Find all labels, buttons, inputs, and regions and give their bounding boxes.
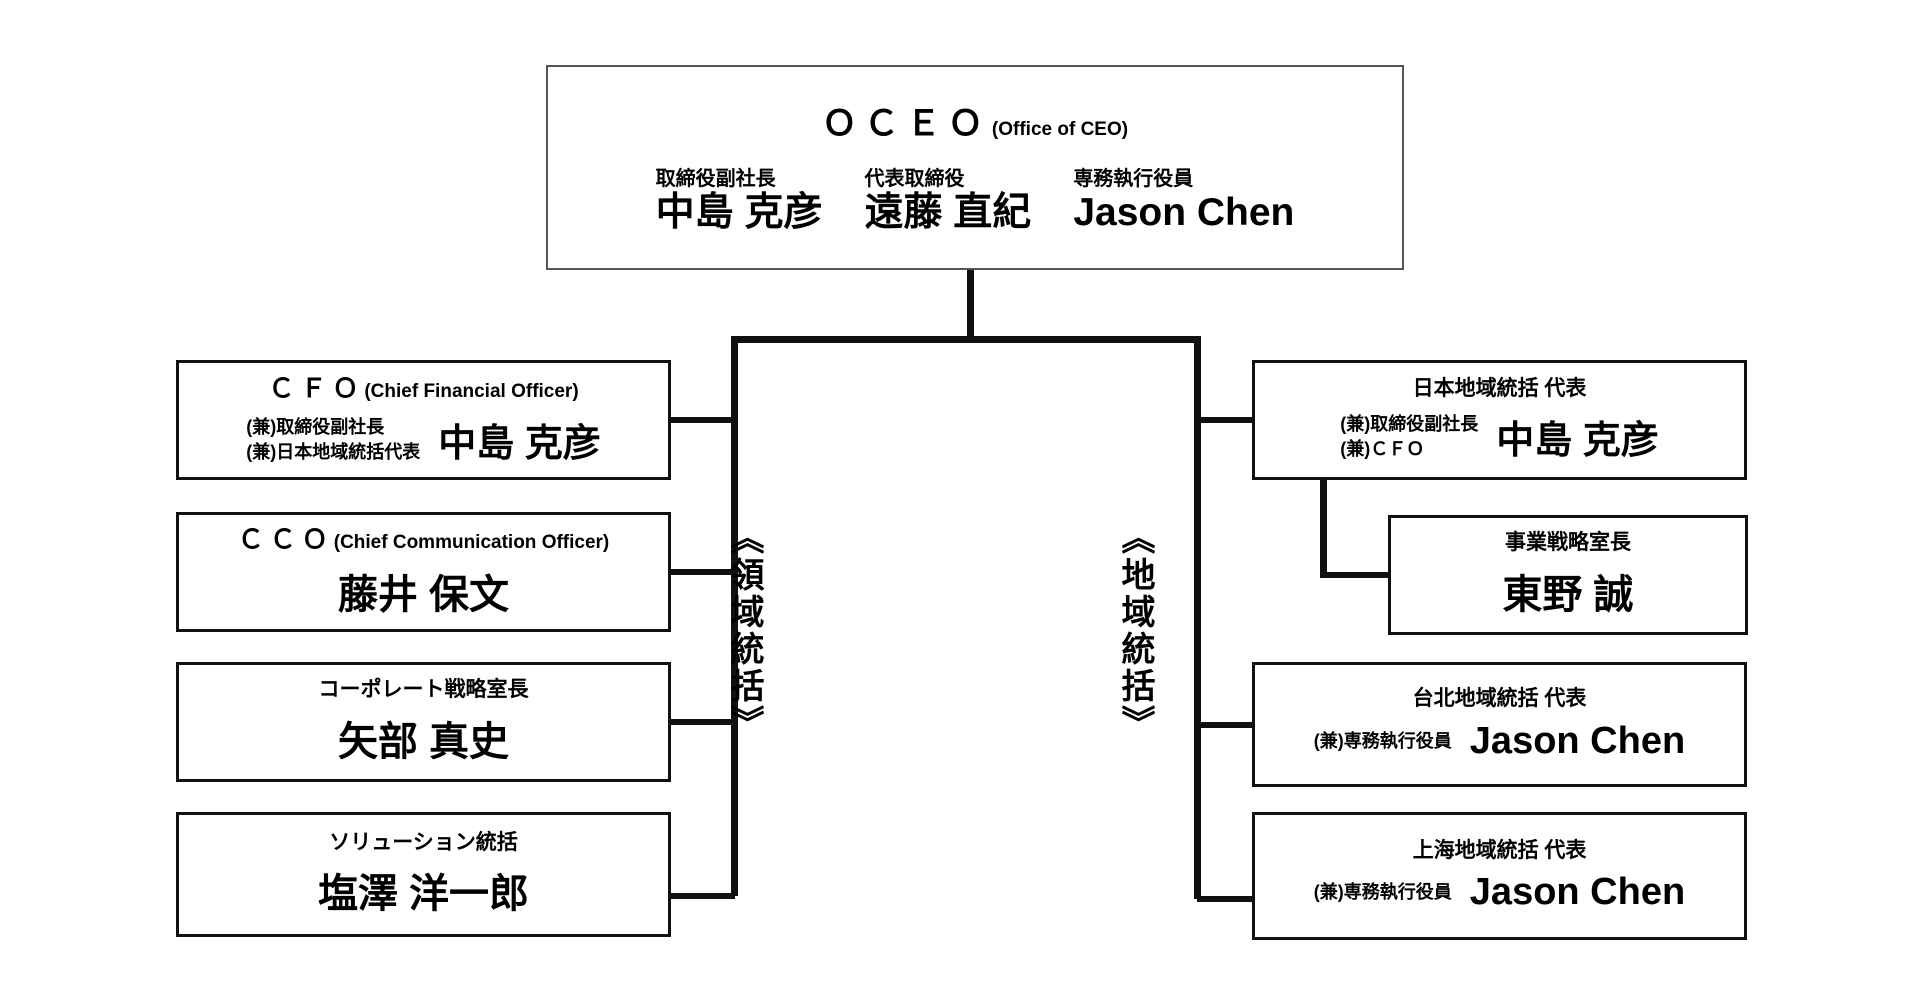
oceo-title: ＯＣＥＯ (Office of CEO) bbox=[822, 95, 1128, 146]
corporate-strategy-title: コーポレート戦略室長 bbox=[318, 678, 529, 702]
shanghai-concurrent-roles: (兼)専務執行役員 bbox=[1314, 880, 1452, 904]
taipei-region-body: (兼)専務執行役員 Jason Chen bbox=[1314, 720, 1685, 763]
oceo-member-3-role: 専務執行役員 bbox=[1073, 168, 1194, 190]
japan-region-name: 中島 克彦 bbox=[1496, 420, 1659, 463]
oceo-members: 取締役副社長 中島 克彦 代表取締役 遠藤 直紀 専務執行役員 Jason Ch… bbox=[656, 168, 1295, 235]
cco-expansion: (Chief Communication Officer) bbox=[333, 532, 610, 554]
connector-split-bar bbox=[731, 336, 1201, 343]
cco-abbr: ＣＣＯ bbox=[237, 524, 334, 555]
connector-strategy-stub bbox=[1320, 572, 1392, 578]
cco-name: 藤井 保文 bbox=[337, 572, 510, 617]
shanghai-region-body: (兼)専務執行役員 Jason Chen bbox=[1314, 871, 1685, 914]
label-region-supervision: 《地域統括》 bbox=[1116, 520, 1154, 742]
connector-domain-trunk bbox=[731, 336, 738, 896]
oceo-member-3: 専務執行役員 Jason Chen bbox=[1073, 168, 1294, 235]
cfo-abbr: ＣＦＯ bbox=[268, 372, 365, 403]
label-domain-supervision: 《領域統括》 bbox=[725, 520, 763, 742]
cfo-concurrent-1: (兼)取締役副社長 bbox=[246, 417, 385, 438]
japan-concurrent-2: (兼)ＣＦＯ bbox=[1340, 438, 1425, 459]
taipei-concurrent-1: (兼)専務執行役員 bbox=[1313, 730, 1452, 751]
taipei-concurrent-roles: (兼)専務執行役員 bbox=[1314, 729, 1452, 753]
oceo-member-2-role: 代表取締役 bbox=[864, 168, 965, 190]
shanghai-region-title: 上海地域統括 代表 bbox=[1412, 838, 1587, 862]
connector-oceo-drop bbox=[967, 270, 974, 340]
japan-concurrent-1: (兼)取締役副社長 bbox=[1340, 414, 1479, 435]
solution-body: 塩澤 洋一郎 bbox=[318, 855, 529, 919]
business-strategy-name: 東野 誠 bbox=[1502, 572, 1634, 617]
node-cfo[interactable]: ＣＦＯ(Chief Financial Officer) (兼)取締役副社長 (… bbox=[176, 360, 671, 480]
shanghai-region-name: Jason Chen bbox=[1469, 871, 1686, 914]
oceo-member-3-name: Jason Chen bbox=[1073, 191, 1295, 234]
oceo-expansion: (Office of CEO) bbox=[991, 119, 1129, 140]
node-business-strategy[interactable]: 事業戦略室長 東野 誠 bbox=[1388, 515, 1748, 635]
japan-concurrent-roles: (兼)取締役副社長 (兼)ＣＦＯ bbox=[1340, 412, 1478, 461]
connector-stub-corporate bbox=[671, 719, 735, 725]
shanghai-concurrent-1: (兼)専務執行役員 bbox=[1313, 882, 1452, 903]
business-strategy-body: 東野 誠 bbox=[1502, 556, 1633, 620]
connector-stub-taipei bbox=[1197, 722, 1255, 728]
node-oceo[interactable]: ＯＣＥＯ (Office of CEO) 取締役副社長 中島 克彦 代表取締役 … bbox=[546, 65, 1404, 270]
oceo-abbr: ＯＣＥＯ bbox=[821, 104, 990, 143]
cco-heading: ＣＣＯ(Chief Communication Officer) bbox=[238, 524, 610, 555]
node-cco[interactable]: ＣＣＯ(Chief Communication Officer) 藤井 保文 bbox=[176, 512, 671, 632]
cfo-heading: ＣＦＯ(Chief Financial Officer) bbox=[268, 373, 578, 404]
oceo-member-1-name: 中島 克彦 bbox=[655, 191, 823, 234]
connector-stub-solution bbox=[671, 893, 735, 899]
japan-region-body: (兼)取締役副社長 (兼)ＣＦＯ 中島 克彦 bbox=[1340, 409, 1659, 464]
oceo-member-2-name: 遠藤 直紀 bbox=[864, 191, 1032, 234]
connector-stub-shanghai bbox=[1197, 896, 1255, 902]
node-corporate-strategy[interactable]: コーポレート戦略室長 矢部 真史 bbox=[176, 662, 671, 782]
cfo-concurrent-roles: (兼)取締役副社長 (兼)日本地域統括代表 bbox=[246, 415, 420, 464]
taipei-region-title: 台北地域統括 代表 bbox=[1412, 687, 1587, 711]
cfo-expansion: (Chief Financial Officer) bbox=[364, 380, 579, 402]
cfo-name: 中島 克彦 bbox=[438, 423, 601, 466]
connector-stub-cco bbox=[671, 569, 735, 575]
node-taipei-region[interactable]: 台北地域統括 代表 (兼)専務執行役員 Jason Chen bbox=[1252, 662, 1747, 787]
solution-title: ソリューション統括 bbox=[329, 830, 518, 854]
node-japan-region[interactable]: 日本地域統括 代表 (兼)取締役副社長 (兼)ＣＦＯ 中島 克彦 bbox=[1252, 360, 1747, 480]
node-solution[interactable]: ソリューション統括 塩澤 洋一郎 bbox=[176, 812, 671, 937]
solution-name: 塩澤 洋一郎 bbox=[317, 872, 530, 917]
node-shanghai-region[interactable]: 上海地域統括 代表 (兼)専務執行役員 Jason Chen bbox=[1252, 812, 1747, 940]
japan-region-title: 日本地域統括 代表 bbox=[1412, 376, 1587, 400]
connector-stub-japan bbox=[1197, 417, 1255, 423]
oceo-member-1-role: 取締役副社長 bbox=[655, 168, 776, 190]
taipei-region-name: Jason Chen bbox=[1469, 719, 1686, 762]
cfo-concurrent-2: (兼)日本地域統括代表 bbox=[246, 441, 421, 462]
business-strategy-title: 事業戦略室長 bbox=[1505, 531, 1631, 555]
connector-stub-cfo bbox=[671, 417, 735, 423]
oceo-member-1: 取締役副社長 中島 克彦 bbox=[656, 168, 823, 235]
cfo-body: (兼)取締役副社長 (兼)日本地域統括代表 中島 克彦 bbox=[246, 412, 601, 467]
cco-body: 藤井 保文 bbox=[338, 556, 509, 620]
oceo-member-2: 代表取締役 遠藤 直紀 bbox=[864, 168, 1031, 235]
connector-japan-drop bbox=[1320, 480, 1327, 578]
corporate-strategy-body: 矢部 真史 bbox=[338, 703, 509, 767]
connector-region-trunk bbox=[1194, 336, 1201, 899]
corporate-strategy-name: 矢部 真史 bbox=[337, 719, 510, 764]
